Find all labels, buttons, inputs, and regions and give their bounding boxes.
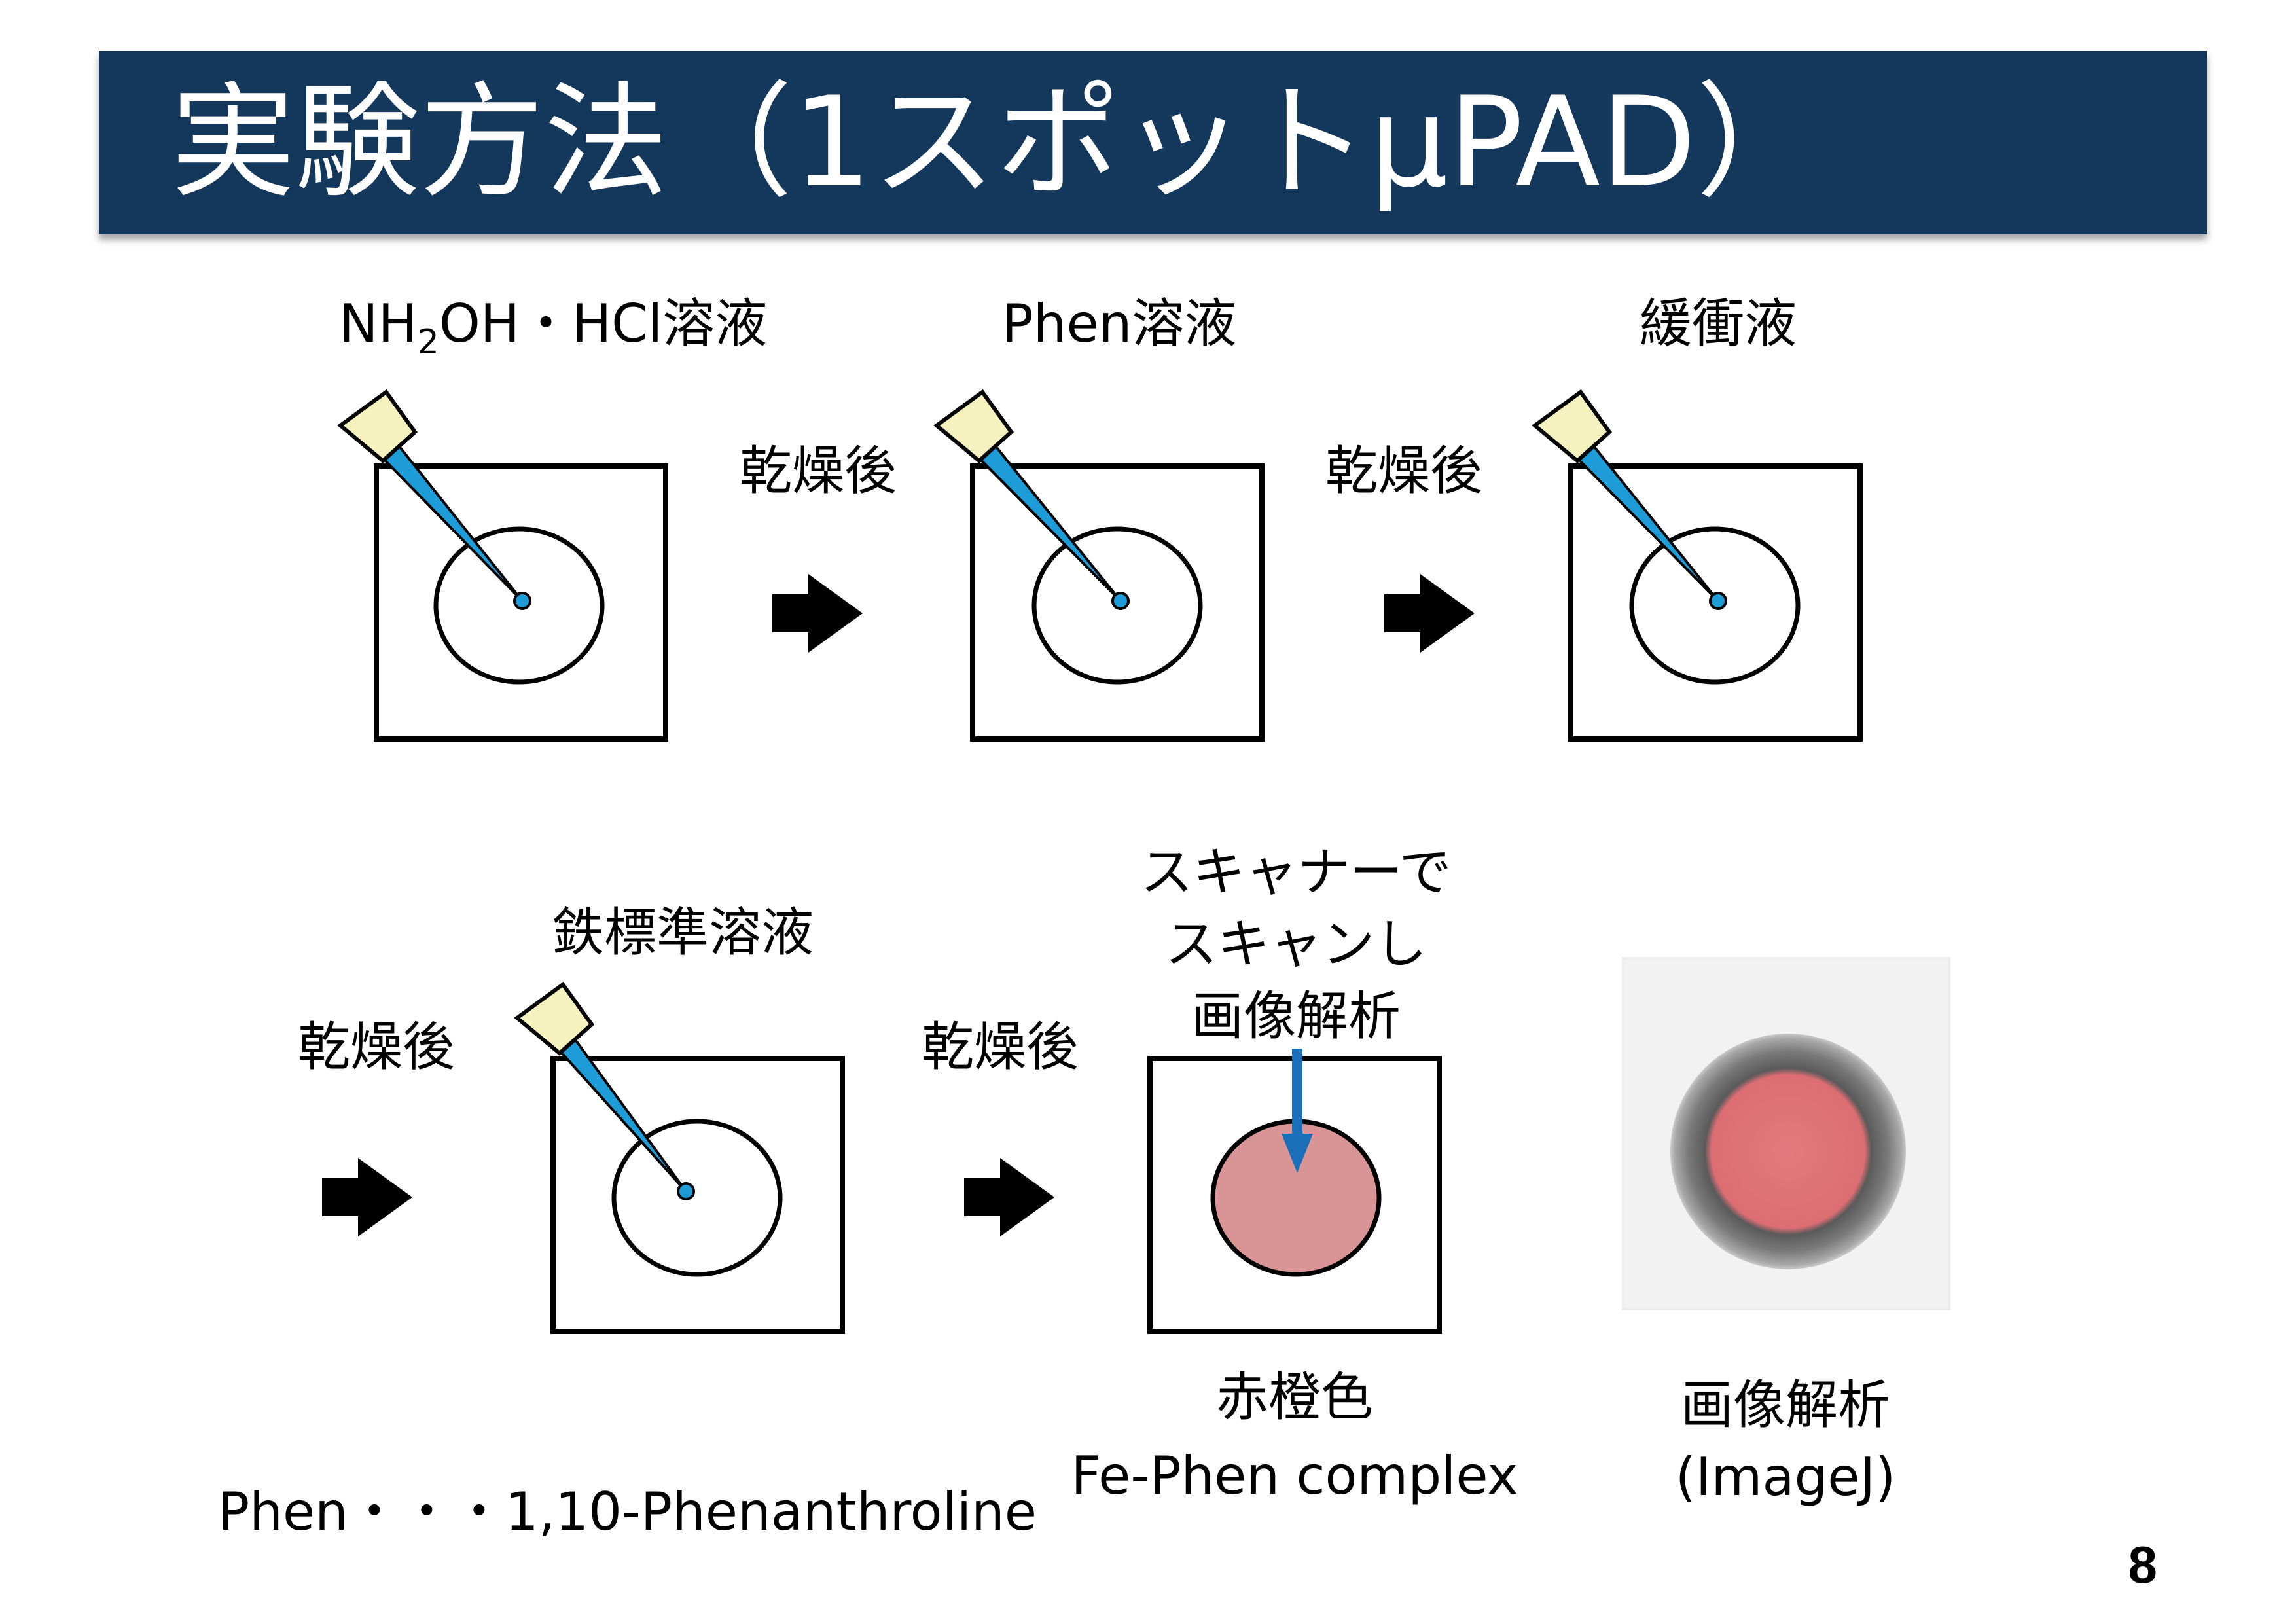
arrow-4 — [964, 1158, 1054, 1236]
pipette-tip — [514, 981, 595, 1056]
paper-square — [374, 463, 668, 742]
scan-line-2: スキャンし — [1164, 914, 1427, 975]
reagent-label-4: 鉄標準溶液 — [552, 902, 814, 963]
arrow-3 — [322, 1158, 412, 1236]
analysis-line-2: (ImageJ) — [1675, 1447, 1896, 1507]
drying-label-3: 乾燥後 — [298, 1017, 455, 1077]
step-4-pad — [514, 981, 845, 1334]
reagent-label-1-main: NH — [338, 293, 418, 354]
drying-label-1: 乾燥後 — [740, 441, 897, 501]
page-number: 8 — [2128, 1536, 2158, 1594]
footnote: Phen・・・1,10-Phenanthroline — [218, 1481, 1037, 1542]
scan-line-1: スキャナーで — [1140, 842, 1452, 903]
arrow-1 — [772, 574, 863, 653]
droplet — [1709, 592, 1727, 610]
title-bar: 実験方法（1スポットμPAD） — [99, 51, 2207, 234]
page-title: 実験方法（1スポットμPAD） — [171, 70, 1821, 215]
pipette-tip — [933, 389, 1014, 463]
reagent-label-1: NH2OH・HCl溶液 — [339, 298, 767, 362]
result-color-label: 赤橙色 — [1216, 1367, 1373, 1428]
scanned-spot-photo — [1622, 957, 1950, 1310]
droplet — [1111, 592, 1130, 610]
scan-line-3: 画像解析 — [1191, 986, 1401, 1047]
reagent-label-3: 緩衝液 — [1640, 293, 1797, 354]
result-complex-label: Fe-Phen complex — [1071, 1445, 1518, 1506]
arrow-2 — [1384, 574, 1475, 653]
pipette-tip — [1532, 389, 1613, 463]
droplet — [677, 1182, 695, 1200]
scanned-spot-ring — [1670, 1034, 1906, 1269]
scan-arrow-head — [1282, 1134, 1313, 1173]
reagent-label-1-rest: OH・HCl溶液 — [439, 293, 768, 354]
reagent-label-2: Phen溶液 — [1001, 293, 1237, 354]
drying-label-4: 乾燥後 — [922, 1017, 1079, 1077]
spot-circle — [611, 1119, 783, 1277]
analysis-line-1: 画像解析 — [1681, 1375, 1890, 1435]
pipette-tip — [337, 389, 418, 463]
step-1-pad — [337, 389, 668, 742]
drying-label-2: 乾燥後 — [1325, 441, 1482, 501]
step-5-pad — [1147, 1049, 1442, 1334]
reagent-label-1-subscript: 2 — [417, 323, 439, 362]
step-2-pad — [933, 389, 1265, 742]
scan-instruction: スキャナーで スキャンし 画像解析 — [1140, 837, 1451, 1053]
droplet — [513, 592, 531, 610]
analysis-label: 画像解析 (ImageJ) — [1676, 1369, 1896, 1513]
step-3-pad — [1532, 389, 1863, 742]
